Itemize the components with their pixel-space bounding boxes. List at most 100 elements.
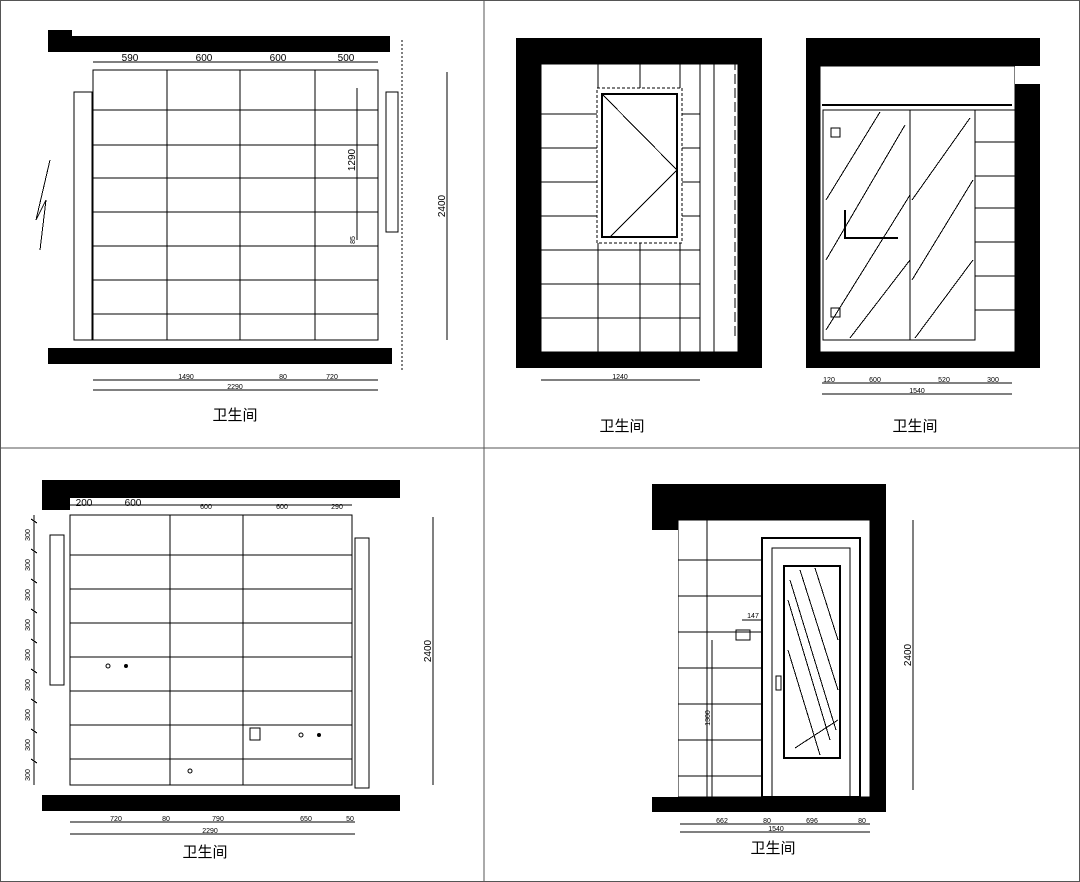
dim-label: 600 (200, 504, 212, 511)
dim-label: 290 (331, 504, 343, 511)
dim-label: 450 (562, 54, 579, 65)
dim-label: 2290 (202, 828, 218, 835)
edge-line (713, 51, 736, 65)
door-handle (775, 675, 782, 691)
fixture-point (317, 733, 321, 737)
dim-tick (30, 608, 38, 614)
dim-label: 2400 (437, 194, 448, 217)
elevation-1: 590 600 600 500 1490 80 720 2290 2400 12… (35, 30, 448, 424)
dim-label: 300 (25, 649, 32, 661)
shower-glass (822, 109, 976, 341)
glass-hatch (849, 259, 911, 339)
tile-wall (69, 514, 353, 786)
grab-bar (844, 210, 898, 239)
glass-hatch (825, 124, 906, 261)
glass-hatch (794, 719, 839, 749)
dim-label: 300 (25, 589, 32, 601)
elevation-caption: 卫生间 (750, 839, 795, 857)
dim-label: 590 (122, 53, 139, 64)
dim-label: 300 (25, 559, 32, 571)
left-window-frame (73, 91, 93, 341)
ceiling-slab (42, 480, 400, 498)
dim-label: 600 (270, 53, 287, 64)
dim-tick (30, 758, 38, 764)
wall-open (652, 530, 678, 797)
dim-label: 2400 (423, 639, 434, 662)
elevation-caption: 卫生间 (599, 417, 644, 435)
dim-label: 300 (987, 377, 999, 384)
elevation-5: 200 600 600 140 2400 147 1300 662 80 696… (652, 484, 914, 857)
dim-label: 600 (808, 503, 825, 514)
dim-label: 1240 (892, 56, 908, 63)
ceiling-slab (48, 36, 390, 52)
dim-label: 320 (611, 54, 628, 65)
glass-hatch (814, 567, 839, 641)
elevation-3: 1240 300 120 600 520 300 1540 卫生间 (806, 38, 1040, 435)
mirror-hatch (601, 93, 678, 171)
dim-label: 1240 (612, 374, 628, 381)
dim-label: 300 (25, 709, 32, 721)
socket (249, 727, 261, 741)
tile-wall (92, 69, 379, 341)
dim-label: 2400 (903, 643, 914, 666)
mirror-hatch (609, 169, 678, 238)
elevation-4: 200 600 600 600 290 30030030030030030030… (25, 480, 434, 861)
elevation-caption: 卫生间 (892, 417, 937, 435)
glass-hatch (911, 179, 974, 281)
dim-label: 790 (212, 816, 224, 823)
dim-label: 300 (25, 679, 32, 691)
glass-hatch (789, 579, 837, 731)
glass-hatch (799, 569, 839, 691)
dim-tick (30, 638, 38, 644)
dim-label: 50 (346, 816, 354, 823)
dim-label: 600 (125, 498, 142, 509)
door-frame (761, 537, 861, 798)
dim-tick (30, 518, 38, 524)
break-line (35, 159, 51, 251)
wall-block (42, 480, 70, 510)
dim-label: 140 (854, 503, 871, 514)
fixture-point (187, 768, 193, 774)
glass-hatch (914, 259, 974, 339)
glass-hatch (787, 599, 831, 741)
glass-hatch (787, 649, 821, 756)
glass-hatch (825, 111, 881, 201)
floor-slab (48, 348, 392, 364)
elevation-caption: 卫生间 (212, 406, 257, 424)
dim-label: 1290 (347, 148, 358, 171)
dim-label: 500 (338, 53, 355, 64)
mirror (601, 93, 678, 238)
dim-label: 80 (858, 818, 866, 825)
dim-label: 720 (110, 816, 122, 823)
dim-label: 2290 (227, 384, 243, 391)
dim-label: 147 (747, 613, 759, 620)
dim-label: 120 (823, 377, 835, 384)
dim-label: 200 (76, 498, 93, 509)
dim-label: 320 (651, 54, 668, 65)
dim-label: 300 (986, 56, 998, 63)
dim-label: 1490 (178, 374, 194, 381)
dim-label: 1540 (768, 826, 784, 833)
dim-tick (30, 668, 38, 674)
dim-label: 80 (279, 374, 287, 381)
dim-label: 85 (350, 236, 357, 244)
switch-panel (735, 629, 751, 641)
hinge (830, 307, 841, 318)
dim-label: 80 (162, 816, 170, 823)
hinge (830, 127, 841, 138)
dim-label: 80 (763, 818, 771, 825)
dim-tick (30, 698, 38, 704)
dim-label: 600 (734, 503, 751, 514)
dim-label: 720 (326, 374, 338, 381)
dim-label: 600 (196, 53, 213, 64)
left-window-frame (49, 534, 65, 686)
right-window-frame (354, 537, 370, 789)
dim-label: 600 (276, 504, 288, 511)
fixture-point (124, 664, 128, 668)
fixture-point (298, 732, 304, 738)
dim-label: 300 (25, 769, 32, 781)
door-glass (783, 565, 841, 759)
elevation-caption: 卫生间 (182, 843, 227, 861)
right-window-frame (385, 91, 399, 233)
